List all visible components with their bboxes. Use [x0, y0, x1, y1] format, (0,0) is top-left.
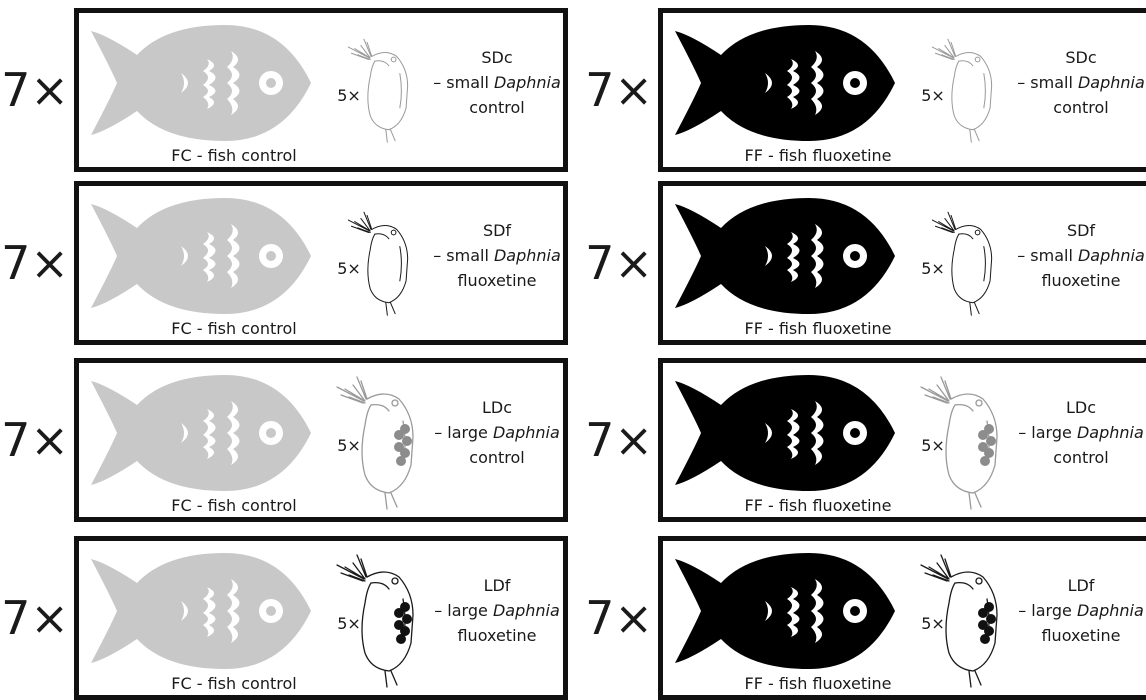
daphnia-egg — [396, 634, 406, 644]
daphnia-multiplier: 5× — [329, 613, 369, 635]
daphnia-species: Daphnia — [1078, 246, 1145, 265]
daphnia-multiplier: 5× — [913, 258, 953, 280]
daphnia-egg — [978, 608, 988, 618]
replicate-multiplier: 7× — [584, 592, 654, 644]
daphnia-egg — [396, 456, 406, 466]
treatment-box: FC - fish control 5× SDf – small Daphnia… — [74, 181, 568, 345]
chemical-treatment: fluoxetine — [421, 268, 573, 293]
daphnia-treatment-label: SDc – small Daphnia control — [1005, 45, 1146, 120]
daphnia-egg — [978, 620, 988, 630]
treatment-box: FF - fish fluoxetine 5× SDc – small Daph… — [658, 8, 1146, 172]
replicate-multiplier: 7× — [0, 414, 70, 466]
chemical-treatment: control — [421, 445, 573, 470]
treatment-box: FF - fish fluoxetine 5× LDc – large Daph… — [658, 358, 1146, 522]
daphnia-treatment-label: SDf – small Daphnia fluoxetine — [1005, 218, 1146, 293]
treatment-box: FF - fish fluoxetine 5× LDf – large Daph… — [658, 536, 1146, 700]
daphnia-egg — [980, 634, 990, 644]
replicate-multiplier: 7× — [0, 592, 70, 644]
daphnia-egg — [986, 436, 996, 446]
daphnia-egg — [402, 614, 412, 624]
chemical-treatment: fluoxetine — [1005, 268, 1146, 293]
fish-icon — [85, 369, 317, 497]
fish-icon — [669, 547, 901, 675]
daphnia-egg — [986, 614, 996, 624]
treatment-box: FC - fish control 5× LDc – large Daphnia… — [74, 358, 568, 522]
treatment-box: FC - fish control 5× LDf – large Daphnia… — [74, 536, 568, 700]
chemical-treatment: control — [1005, 95, 1146, 120]
chemical-treatment: control — [421, 95, 573, 120]
daphnia-species: Daphnia — [1077, 423, 1144, 442]
daphnia-species: Daphnia — [1077, 601, 1144, 620]
treatment-code: LDc — [421, 395, 573, 420]
daphnia-size-line: – small Daphnia — [421, 243, 573, 268]
daphnia-treatment-label: LDc – large Daphnia control — [1005, 395, 1146, 470]
daphnia-egg — [394, 620, 404, 630]
fish-icon — [85, 547, 317, 675]
treatment-box: FC - fish control 5× SDc – small Daphnia… — [74, 8, 568, 172]
daphnia-treatment-label: LDf – large Daphnia fluoxetine — [421, 573, 573, 648]
daphnia-size-line: – small Daphnia — [1005, 243, 1146, 268]
daphnia-size-label: – large — [434, 423, 488, 442]
treatment-box: FF - fish fluoxetine 5× SDf – small Daph… — [658, 181, 1146, 345]
daphnia-size-line: – large Daphnia — [1005, 598, 1146, 623]
daphnia-size-line: – small Daphnia — [1005, 70, 1146, 95]
daphnia-species: Daphnia — [1078, 73, 1145, 92]
daphnia-multiplier: 5× — [329, 85, 369, 107]
daphnia-egg — [394, 430, 404, 440]
treatment-code: LDf — [421, 573, 573, 598]
fish-icon — [669, 192, 901, 320]
daphnia-size-line: – large Daphnia — [421, 598, 573, 623]
daphnia-size-label: – small — [1017, 73, 1073, 92]
replicate-multiplier: 7× — [584, 64, 654, 116]
fish-icon — [85, 192, 317, 320]
chemical-treatment: fluoxetine — [1005, 623, 1146, 648]
daphnia-multiplier: 5× — [913, 613, 953, 635]
daphnia-size-line: – small Daphnia — [421, 70, 573, 95]
daphnia-species: Daphnia — [493, 423, 560, 442]
chemical-treatment: fluoxetine — [421, 623, 573, 648]
chemical-treatment: control — [1005, 445, 1146, 470]
daphnia-species: Daphnia — [494, 73, 561, 92]
daphnia-treatment-label: SDc – small Daphnia control — [421, 45, 573, 120]
daphnia-multiplier: 5× — [913, 435, 953, 457]
daphnia-size-label: – small — [433, 73, 489, 92]
daphnia-egg — [978, 430, 988, 440]
daphnia-size-label: – large — [1018, 601, 1072, 620]
treatment-code: SDf — [1005, 218, 1146, 243]
daphnia-treatment-label: LDc – large Daphnia control — [421, 395, 573, 470]
daphnia-egg — [394, 442, 404, 452]
daphnia-egg — [394, 608, 404, 618]
replicate-multiplier: 7× — [584, 414, 654, 466]
daphnia-treatment-label: LDf – large Daphnia fluoxetine — [1005, 573, 1146, 648]
daphnia-multiplier: 5× — [913, 85, 953, 107]
daphnia-size-label: – small — [1017, 246, 1073, 265]
replicate-multiplier: 7× — [584, 237, 654, 289]
daphnia-egg — [980, 456, 990, 466]
replicate-multiplier: 7× — [0, 237, 70, 289]
treatment-code: LDf — [1005, 573, 1146, 598]
fish-icon — [669, 19, 901, 147]
daphnia-species: Daphnia — [493, 601, 560, 620]
daphnia-size-line: – large Daphnia — [1005, 420, 1146, 445]
daphnia-species: Daphnia — [494, 246, 561, 265]
daphnia-size-label: – small — [433, 246, 489, 265]
daphnia-multiplier: 5× — [329, 435, 369, 457]
treatment-code: SDc — [421, 45, 573, 70]
daphnia-multiplier: 5× — [329, 258, 369, 280]
treatment-code: LDc — [1005, 395, 1146, 420]
treatment-code: SDf — [421, 218, 573, 243]
replicate-multiplier: 7× — [0, 64, 70, 116]
daphnia-treatment-label: SDf – small Daphnia fluoxetine — [421, 218, 573, 293]
daphnia-egg — [402, 436, 412, 446]
fish-icon — [669, 369, 901, 497]
daphnia-size-label: – large — [1018, 423, 1072, 442]
fish-icon — [85, 19, 317, 147]
daphnia-egg — [978, 442, 988, 452]
daphnia-size-label: – large — [434, 601, 488, 620]
daphnia-size-line: – large Daphnia — [421, 420, 573, 445]
treatment-code: SDc — [1005, 45, 1146, 70]
